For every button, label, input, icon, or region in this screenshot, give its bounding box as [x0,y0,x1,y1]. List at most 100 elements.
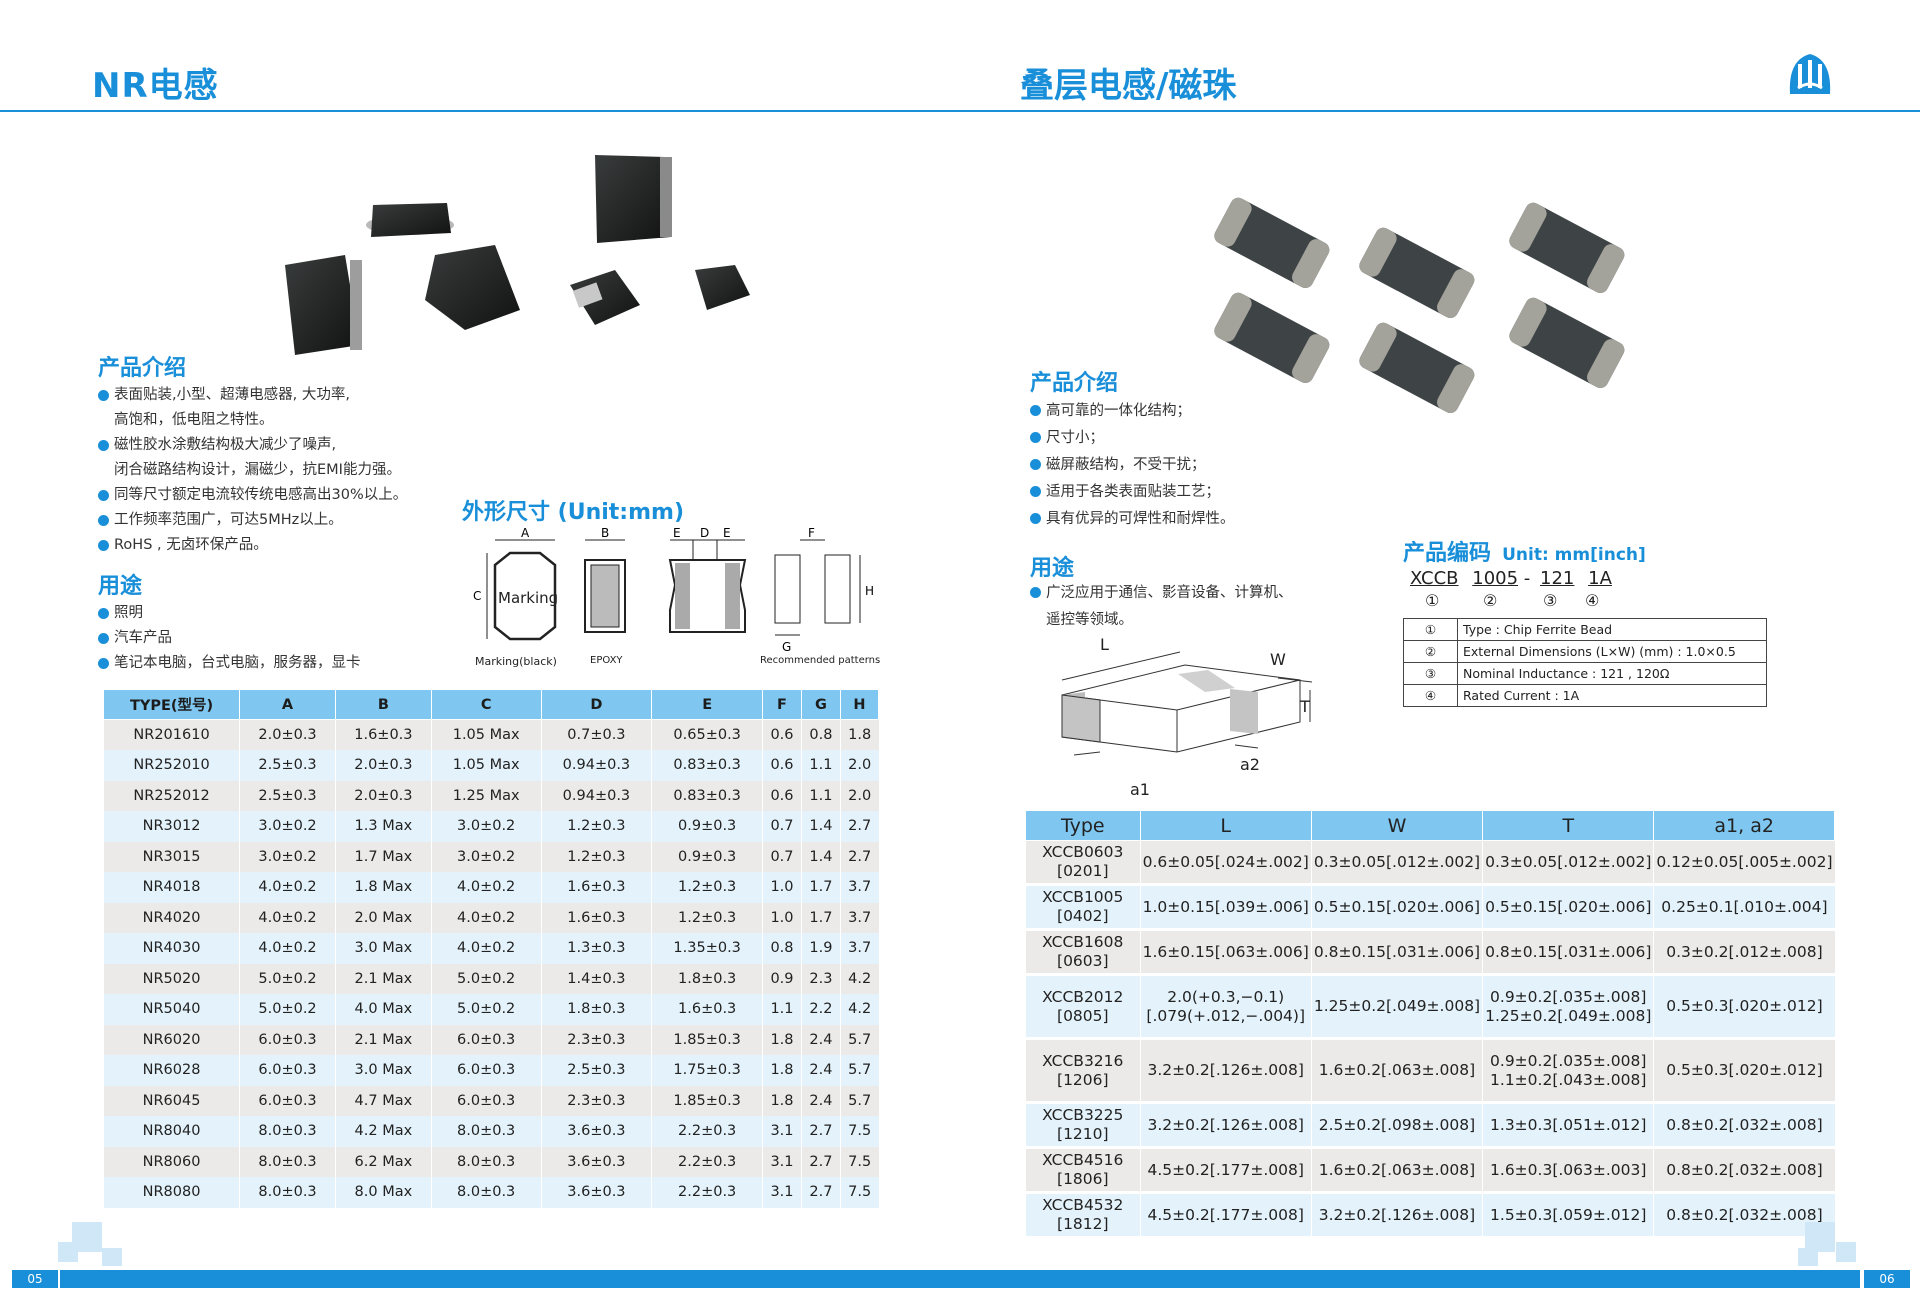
nr-cell: 2.2±0.3 [651,1116,763,1147]
product-code-example: XCCB 1005 - 121 1A [1410,568,1612,589]
nr-cell: NR252010 [102,750,240,781]
nr-cell: 8.0±0.3 [239,1146,336,1177]
right-page-title: 叠层电感/磁珠 [1020,66,1237,106]
nr-cell: 3.0 Max [334,1055,432,1086]
table-row: XCCB4516 [1806]4.5±0.2[.177±.008]1.6±0.2… [1025,1147,1835,1194]
nr-header-cell: F [762,689,802,720]
xccb-cell: 1.6±0.2[.063±.008] [1310,1038,1483,1104]
code-index-cell: ③ [1403,662,1458,685]
xccb-cell: 0.5±0.15[.020±.006] [1310,884,1483,931]
epoxy-caption: EPOXY [590,655,623,666]
dim-label-d: D [700,526,709,540]
bullet-item: 磁屏蔽结构，不受干扰； [1030,452,1235,479]
nr-cell: 1.05 Max [430,750,542,781]
nr-cell: 2.3±0.3 [540,1024,652,1055]
xccb-cell: XCCB4516 [1806] [1025,1147,1141,1194]
chip-label-a2: a2 [1240,755,1260,774]
nr-cell: 2.1 Max [334,963,432,994]
code-num-4: ④ [1585,591,1600,610]
nr-cell: 1.1 [762,994,802,1025]
xccb-cell: 0.8±0.2[.032±.008] [1653,1147,1835,1194]
code-num-2: ② [1483,591,1498,610]
product-code-unit: Unit: mm[inch] [1502,545,1646,565]
header-rule [0,110,1920,112]
nr-cell: 0.6 [762,750,802,781]
nr-cell: 2.3 [800,963,841,994]
dim-label-e1: E [673,526,681,540]
nr-header-cell: C [430,689,542,720]
nr-cell: 6.0±0.3 [430,1055,542,1086]
nr-cell: 1.7 [800,872,841,903]
xccb-cell: 1.6±0.2[.063±.008] [1310,1147,1483,1194]
marking-caption: Marking(black) [475,655,557,668]
nr-cell: 3.6±0.3 [540,1116,652,1147]
code-part-1: XCCB [1410,568,1459,589]
dim-label-a: A [521,526,530,540]
table-row: XCCB3225 [1210]3.2±0.2[.126±.008]2.5±0.2… [1025,1102,1835,1149]
nr-cell: NR6020 [102,1024,240,1055]
code-num-1: ① [1425,591,1440,610]
xccb-cell: 0.9±0.2[.035±.008]1.1±0.2[.043±.008] [1482,1038,1654,1104]
chip-dimension-diagram: L W T a1 a2 [1061,635,1313,799]
footer-decor-square [58,1242,78,1262]
footer-decor-square [1836,1242,1856,1262]
xccb-cell: XCCB0603 [0201] [1025,840,1141,886]
nr-cell: 0.6 [762,719,802,750]
nr-cell: 0.65±0.3 [651,719,763,750]
xccb-cell: XCCB2012 [0805] [1025,974,1141,1040]
ferrite-bead-photo [1214,197,1625,413]
nr-cell: NR4020 [102,902,240,933]
xccb-cell: 1.25±0.2[.049±.008] [1310,974,1483,1040]
xccb-cell: 0.5±0.3[.020±.012] [1653,974,1835,1040]
chip-label-l: L [1100,635,1109,654]
nr-cell: 6.0±0.3 [239,1055,336,1086]
nr-cell: 0.9±0.3 [651,811,763,842]
nr-cell: 3.0±0.2 [239,841,336,872]
nr-cell: 1.8 [762,1024,802,1055]
footer-decor-square [1798,1248,1818,1266]
nr-cell: 3.1 [762,1177,802,1208]
table-row: XCCB1005 [0402]1.0±0.15[.039±.006]0.5±0.… [1025,884,1835,931]
nr-cell: 0.9±0.3 [651,841,763,872]
nr-cell: 6.0±0.3 [239,1024,336,1055]
bullet-item: 同等尺寸额定电流较传统电感高出30%以上。 [98,483,407,508]
nr-inductor-photo [285,155,750,355]
bullet-item: 表面贴装,小型、超薄电感器, 大功率, [98,383,407,408]
right-intro-heading: 产品介绍 [1030,371,1119,396]
nr-cell: 5.7 [839,1055,879,1086]
footer-bar [60,1270,1860,1288]
nr-cell: 1.7 [800,902,841,933]
nr-cell: 1.8 [762,1055,802,1086]
bullet-item: 照明 [98,601,361,626]
nr-cell: NR8080 [102,1177,240,1208]
left-page-title: NR电感 [92,66,219,106]
nr-cell: 2.4 [800,1024,841,1055]
nr-cell: 5.0±0.2 [430,963,542,994]
nr-cell: NR201610 [102,719,240,750]
product-code-title: 产品编码 [1403,541,1492,566]
nr-cell: 1.05 Max [430,719,542,750]
nr-cell: 0.6 [762,780,802,811]
nr-cell: NR6028 [102,1055,240,1086]
xccb-cell: 2.5±0.2[.098±.008] [1310,1102,1483,1149]
nr-cell: 2.5±0.3 [239,750,336,781]
bullet-item: 高可靠的一体化结构； [1030,398,1235,425]
dimension-heading: 外形尺寸 (Unit:mm) [462,500,684,525]
nr-cell: 4.0±0.2 [430,902,542,933]
nr-header-cell: TYPE(型号) [102,689,241,720]
dim-label-h: H [865,584,874,598]
nr-cell: 2.4 [800,1055,841,1086]
xccb-cell: XCCB1005 [0402] [1025,884,1141,931]
nr-cell: NR5040 [102,994,240,1025]
nr-cell: 2.0 [839,750,879,781]
xccb-cell: 0.3±0.2[.012±.008] [1653,929,1835,976]
right-intro-list: 高可靠的一体化结构；尺寸小；磁屏蔽结构，不受干扰；适用于各类表面贴装工艺；具有优… [1030,398,1235,533]
nr-cell: 1.2±0.3 [651,902,763,933]
chip-label-a1: a1 [1130,780,1150,799]
